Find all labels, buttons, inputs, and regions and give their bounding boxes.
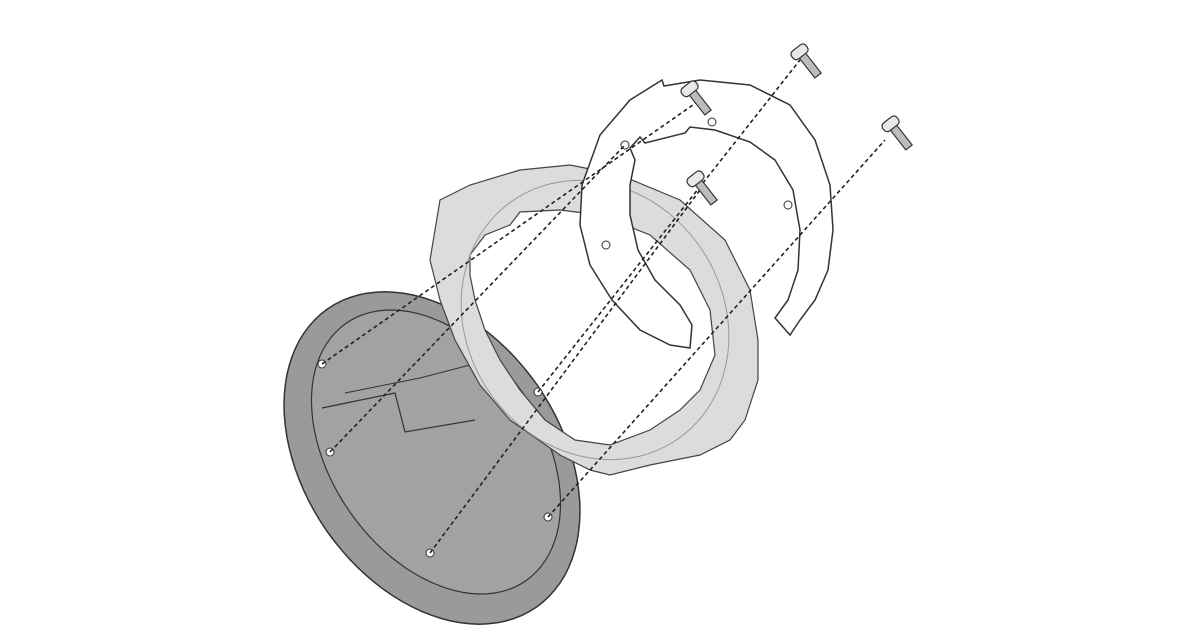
screw-icon — [790, 43, 823, 79]
alignment-lines — [321, 59, 886, 554]
screw-icon — [680, 80, 713, 116]
screw-icon — [686, 170, 719, 206]
adapter-plate — [579, 78, 834, 349]
base-plate — [283, 291, 581, 625]
screw-icon — [881, 115, 914, 151]
adapter-plate-holes — [601, 117, 793, 250]
base-plate-flap — [321, 392, 476, 433]
base-plate-flap-edge — [344, 364, 471, 394]
screws — [680, 43, 914, 206]
mounting-ring-groove — [460, 179, 730, 461]
